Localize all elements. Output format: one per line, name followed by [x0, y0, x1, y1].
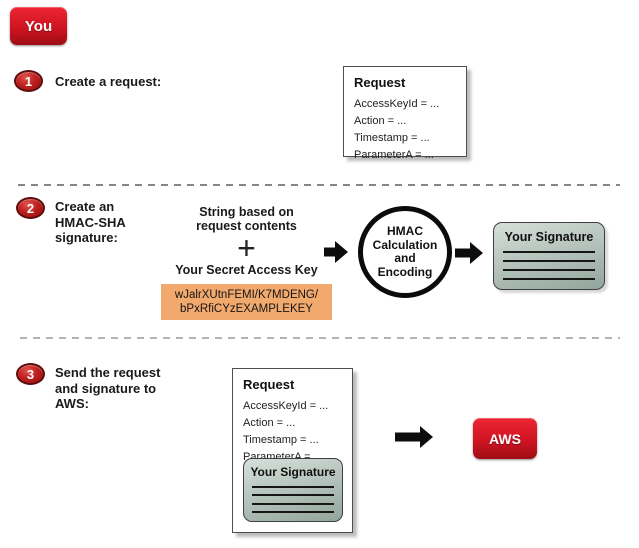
- arrow-shaft: [455, 248, 471, 257]
- flow-arrow-to-hmac: [324, 240, 348, 263]
- step-3-label: Send the request and signature to AWS:: [55, 365, 161, 411]
- plus-sign: +: [237, 230, 256, 266]
- signature-line: [502, 269, 596, 271]
- string-contents-label: String based on request contents: [196, 205, 297, 233]
- signature-line: [251, 485, 335, 488]
- signature-line: [502, 278, 596, 280]
- you-badge: You: [10, 7, 67, 45]
- step-1-label: Create a request:: [55, 74, 162, 89]
- aws-badge-label: AWS: [489, 430, 521, 447]
- aws-badge: AWS: [473, 418, 537, 459]
- request-field-accesskeyid: AccessKeyId = ...: [354, 98, 440, 110]
- section-divider: [18, 184, 620, 186]
- hmac-inputs-column: String based on request contents + Your …: [161, 205, 332, 320]
- request-with-signature-box: Request AccessKeyId = ... Action = ... T…: [232, 368, 353, 533]
- request-field-parametera: ParameterA = ...: [354, 149, 434, 161]
- request-field-accesskeyid: AccessKeyId = ...: [243, 400, 329, 412]
- step-1-number: 1: [24, 73, 33, 89]
- request-field-timestamp: Timestamp = ...: [354, 132, 430, 144]
- step-3-badge: 3: [16, 363, 45, 385]
- step-2-badge: 2: [16, 197, 45, 219]
- request-box: Request AccessKeyId = ... Action = ... T…: [343, 66, 467, 161]
- arrow-head: [470, 241, 483, 264]
- flow-arrow-to-aws: [395, 425, 433, 448]
- request-field-action: Action = ...: [354, 115, 407, 127]
- signature-line: [502, 251, 596, 253]
- request-field-action: Action = ...: [243, 417, 296, 429]
- flow-arrow-to-signature: [455, 241, 483, 264]
- request-box-title: Request: [354, 75, 406, 90]
- step-2-label: Create an HMAC-SHA signature:: [55, 199, 126, 245]
- your-signature-box-nested: Your Signature: [243, 458, 343, 522]
- step-1-badge: 1: [14, 70, 43, 92]
- step-2-number: 2: [26, 200, 35, 216]
- signature-line: [251, 511, 335, 513]
- secret-access-key-label: Your Secret Access Key: [175, 263, 318, 277]
- request-field-timestamp: Timestamp = ...: [243, 434, 319, 446]
- arrow-shaft: [395, 432, 421, 441]
- request-box-title: Request: [243, 377, 295, 392]
- arrow-shaft: [324, 247, 336, 256]
- arrow-head: [335, 240, 348, 263]
- signature-line: [502, 260, 596, 262]
- signature-line: [251, 502, 335, 505]
- your-signature-title: Your Signature: [250, 465, 336, 479]
- secret-access-key-value: wJalrXUtnFEMI/K7MDENG/ bPxRfiCYzEXAMPLEK…: [161, 284, 332, 320]
- section-divider: [20, 337, 620, 339]
- signature-line: [251, 494, 335, 496]
- step-3-number: 3: [26, 366, 35, 382]
- your-signature-title: Your Signature: [504, 230, 594, 244]
- hmac-calculation-circle: HMAC Calculation and Encoding: [358, 206, 452, 298]
- your-signature-box: Your Signature: [493, 222, 605, 290]
- you-badge-label: You: [24, 17, 53, 35]
- arrow-head: [420, 425, 433, 448]
